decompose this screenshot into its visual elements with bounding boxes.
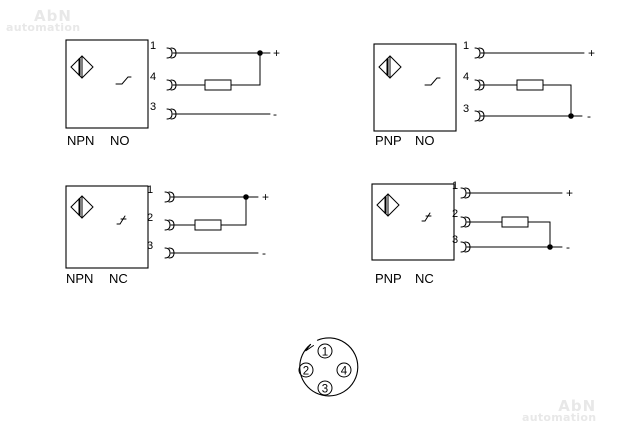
pin-label: 3 bbox=[452, 234, 458, 246]
sensor-icon bbox=[378, 55, 402, 79]
contact-label-npn-no: NO bbox=[110, 133, 130, 148]
sensor-icon bbox=[70, 195, 94, 219]
pin-label: 3 bbox=[150, 101, 156, 113]
watermark-brand: AbN bbox=[34, 7, 72, 25]
wire-2 bbox=[460, 216, 551, 248]
pin-label: 1 bbox=[463, 40, 469, 52]
plus-terminal: + bbox=[566, 186, 573, 200]
connector-pin bbox=[336, 362, 352, 378]
sensor-body bbox=[373, 43, 457, 132]
wire-1 bbox=[460, 187, 563, 199]
type-label-npn-no: NPN bbox=[67, 133, 95, 148]
connector-pinout: 1 2 3 4 bbox=[298, 337, 359, 397]
wire-3 bbox=[460, 241, 563, 253]
minus-terminal: - bbox=[273, 107, 277, 121]
wire-3 bbox=[474, 110, 583, 122]
contact-label-pnp-nc: NC bbox=[415, 271, 434, 286]
pin-label: 1 bbox=[150, 40, 156, 52]
wire-1 bbox=[164, 191, 247, 203]
junction-dot bbox=[568, 113, 574, 119]
pin-label: 4 bbox=[150, 71, 156, 83]
watermark-bottom: AbN automation bbox=[522, 397, 597, 424]
load-resistor bbox=[204, 79, 232, 91]
watermark-sub: automation bbox=[522, 411, 597, 424]
load-resistor bbox=[516, 79, 544, 91]
plus-terminal: + bbox=[273, 46, 280, 60]
no-switch-icon bbox=[424, 77, 441, 86]
pin-label: 2 bbox=[452, 208, 458, 220]
diagram-pnp-no: 1 4 3 + - bbox=[373, 40, 595, 132]
diagram-pnp-nc: 1 2 3 + - bbox=[371, 180, 573, 261]
diagram-npn-nc: 1 2 3 + - bbox=[65, 184, 269, 269]
pin-label: 1 bbox=[147, 184, 153, 196]
sensor-body bbox=[65, 185, 149, 269]
pin-label: 3 bbox=[147, 240, 153, 252]
watermark-brand: AbN bbox=[558, 397, 597, 415]
connector-key bbox=[305, 343, 314, 352]
connector-pin bbox=[317, 380, 333, 396]
minus-terminal: - bbox=[262, 246, 266, 260]
connector-pin bbox=[298, 362, 314, 378]
watermark-top: AbN automation bbox=[6, 7, 80, 34]
no-switch-icon bbox=[115, 76, 132, 85]
connector-pin-label: 1 bbox=[322, 347, 328, 359]
wire-4 bbox=[474, 79, 572, 117]
minus-terminal: - bbox=[566, 240, 570, 254]
wire-2 bbox=[164, 196, 247, 231]
type-label-pnp-nc: PNP bbox=[375, 271, 402, 286]
sensor-body bbox=[371, 183, 455, 261]
type-label-npn-nc: NPN bbox=[66, 271, 94, 286]
sensor-body bbox=[65, 39, 149, 129]
pin-label: 2 bbox=[147, 212, 153, 224]
diagram-npn-no: 1 4 3 + - bbox=[65, 39, 280, 129]
wire-3 bbox=[166, 108, 271, 120]
wire-4 bbox=[166, 52, 261, 91]
minus-terminal: - bbox=[587, 109, 591, 123]
pin-label: 3 bbox=[463, 103, 469, 115]
pin-label: 1 bbox=[452, 180, 458, 192]
watermark-sub: automation bbox=[6, 21, 81, 34]
connector-pin bbox=[317, 343, 333, 359]
connector-pin-label: 4 bbox=[341, 366, 348, 378]
contact-label-pnp-no: NO bbox=[415, 133, 435, 148]
load-resistor bbox=[501, 216, 529, 228]
load-resistor bbox=[194, 219, 222, 231]
contact-label-npn-nc: NC bbox=[109, 271, 128, 286]
connector-pin-label: 3 bbox=[322, 384, 328, 396]
connector-pin-label: 2 bbox=[303, 366, 309, 378]
nc-switch-icon bbox=[421, 212, 432, 222]
wire-3 bbox=[164, 247, 259, 259]
wire-1 bbox=[166, 47, 261, 59]
junction-dot bbox=[547, 244, 553, 250]
sensor-icon bbox=[70, 55, 94, 79]
plus-terminal: + bbox=[262, 190, 269, 204]
sensor-icon bbox=[376, 193, 400, 217]
type-label-pnp-no: PNP bbox=[375, 133, 402, 148]
pin-label: 4 bbox=[463, 71, 469, 83]
nc-switch-icon bbox=[116, 215, 127, 225]
wire-1 bbox=[474, 47, 585, 59]
plus-terminal: + bbox=[588, 46, 595, 60]
